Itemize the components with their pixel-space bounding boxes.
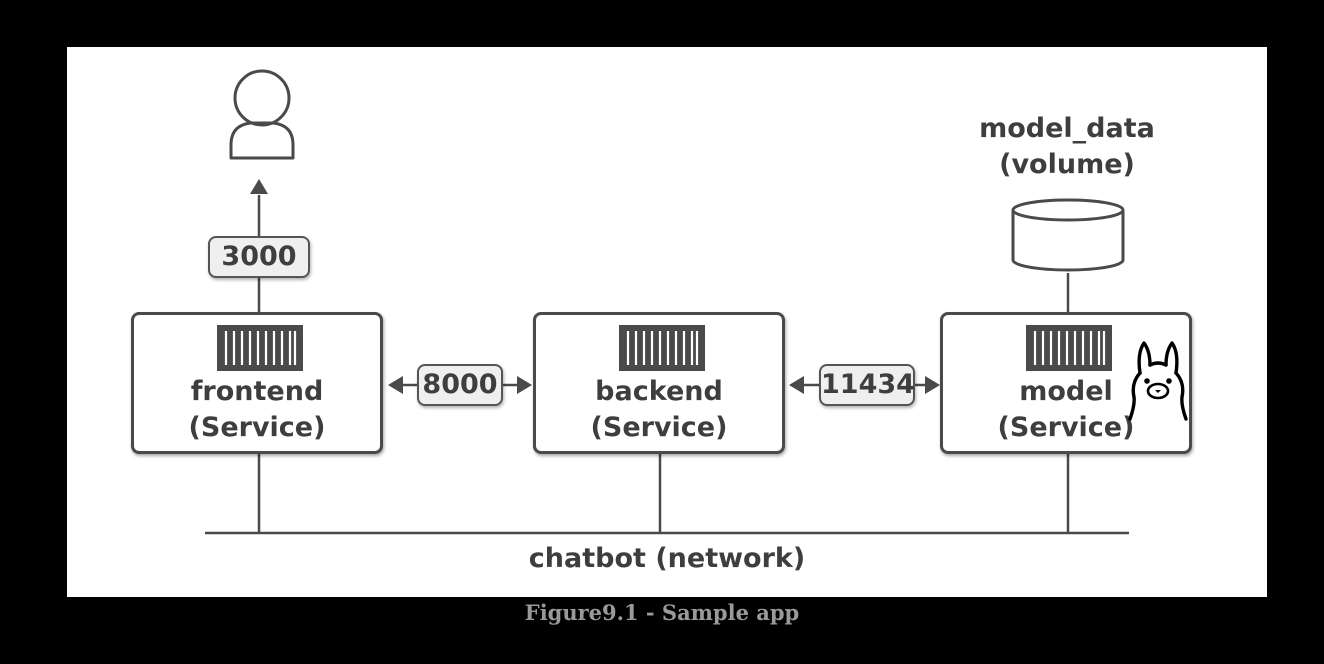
diagram-canvas: model_data (volume) frontend (Service): [67, 47, 1267, 597]
port-8000: 8000: [417, 364, 503, 406]
service-kind: (Service): [188, 412, 326, 443]
volume-name: model_data: [979, 113, 1155, 144]
arrow-left-head-2: [789, 376, 804, 394]
network-label: chatbot (network): [528, 543, 806, 574]
service-kind: (Service): [590, 412, 728, 443]
service-name: model: [1019, 376, 1113, 407]
arrow-up-head: [250, 179, 268, 194]
port-11434: 11434: [819, 364, 915, 406]
arrow-right-head-2: [925, 376, 940, 394]
volume-cylinder-icon: [1011, 198, 1125, 272]
container-icon: [217, 325, 303, 371]
arrow-left-head-1: [388, 376, 403, 394]
container-icon: [619, 325, 705, 371]
user-icon: [229, 69, 295, 160]
figure-caption: Figure9.1 - Sample app: [524, 600, 800, 625]
arrow-right-head-1: [517, 376, 532, 394]
frontend-service: frontend (Service): [131, 312, 383, 454]
llama-icon: [1128, 341, 1188, 421]
model-service: model (Service): [940, 312, 1192, 454]
container-icon: [1026, 325, 1112, 371]
backend-service: backend (Service): [533, 312, 785, 454]
service-kind: (Service): [997, 412, 1135, 443]
service-name: frontend: [190, 376, 324, 407]
port-3000: 3000: [208, 236, 310, 278]
volume-kind: (volume): [999, 149, 1135, 180]
service-name: backend: [595, 376, 723, 407]
